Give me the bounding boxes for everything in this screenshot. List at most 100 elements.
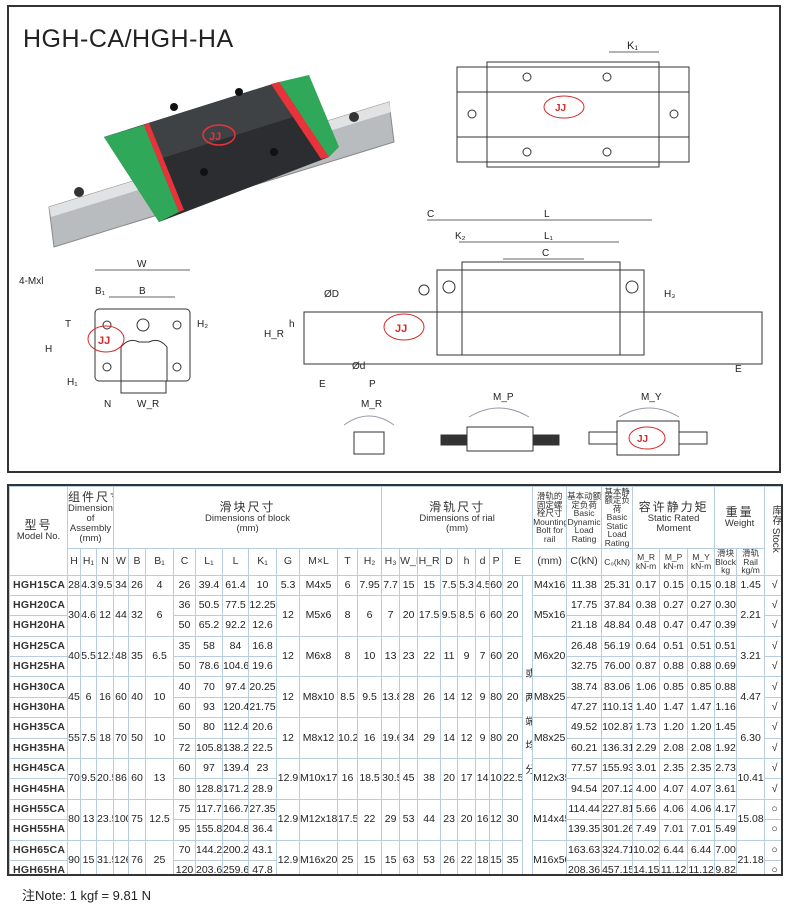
value-cell: 23 <box>399 635 419 678</box>
value-cell: 13 <box>381 635 401 678</box>
value-cell: 21.18 <box>736 839 766 874</box>
value-cell: 60.21 <box>566 737 603 760</box>
subheader-cell: L <box>222 548 249 576</box>
value-cell: 0.39 <box>714 615 738 637</box>
value-cell: 0.88 <box>687 656 716 678</box>
value-cell: 5.5 <box>80 635 97 678</box>
subheader-cell: B <box>128 548 146 576</box>
value-cell: 4.07 <box>659 778 689 800</box>
value-cell: 12.25 <box>248 594 277 617</box>
value-cell: 80 <box>195 717 223 739</box>
value-cell: 4.00 <box>632 778 661 800</box>
value-cell: 22.5 <box>248 737 277 760</box>
value-cell: 70 <box>113 717 129 760</box>
value-cell: 17 <box>457 758 477 800</box>
value-cell: 4.3 <box>80 574 97 596</box>
value-cell: 8.5 <box>337 676 358 719</box>
value-cell: 12.9 <box>276 839 300 874</box>
value-cell: M6x8 <box>299 635 338 678</box>
value-cell: 15 <box>399 574 419 596</box>
value-cell: M4x16 <box>532 574 568 596</box>
subheader-cell: W_R <box>399 548 419 576</box>
label-L: L <box>544 209 550 220</box>
value-cell: 2.35 <box>687 758 716 780</box>
model-cell: HGH45HA <box>9 778 68 800</box>
value-cell: 12 <box>457 717 477 760</box>
value-cell: 120 <box>173 859 196 874</box>
model-cell: HGH25CA <box>9 635 68 658</box>
value-cell: M4x5 <box>299 574 338 596</box>
value-cell: 16 <box>337 758 358 800</box>
moment-diagrams: M_R M_P JJ M_Y <box>343 392 708 456</box>
logo-text: JJ <box>395 323 407 335</box>
model-cell: HGH30HA <box>9 696 68 719</box>
header-assembly: 组件尺寸Dimensions of Assembly(mm) <box>67 486 114 549</box>
value-cell: 166.7 <box>222 798 249 821</box>
value-cell: 0.47 <box>659 615 689 637</box>
value-cell: 4.07 <box>687 778 716 800</box>
value-cell: 93 <box>195 696 223 719</box>
value-cell: 26 <box>417 676 442 719</box>
value-cell: 3.21 <box>736 635 766 678</box>
value-cell: 1.20 <box>659 717 689 739</box>
value-cell: 29 <box>417 717 442 760</box>
value-cell: 12 <box>276 676 300 719</box>
value-cell: 2.73 <box>714 758 738 780</box>
value-cell: √ <box>764 696 781 719</box>
value-cell: 60 <box>489 635 504 678</box>
subheader-cell: E <box>502 548 534 576</box>
value-cell: 0.87 <box>632 656 661 678</box>
value-cell: 1.06 <box>632 676 661 698</box>
value-cell: 110.13 <box>601 696 634 719</box>
value-cell: 6.5 <box>145 635 174 678</box>
value-cell: 112.4 <box>222 717 249 739</box>
model-cell: HGH35HA <box>9 737 68 760</box>
value-cell: M8x25 <box>532 717 568 760</box>
value-cell: 23 <box>248 758 277 780</box>
table-row: HGH45CA709.520.58660136097139.42312.9M10… <box>9 758 781 800</box>
logo-text: JJ <box>555 103 566 114</box>
value-cell: 105.8 <box>195 737 223 760</box>
value-cell: 7.95 <box>356 574 383 596</box>
value-cell: 126 <box>113 839 129 874</box>
value-cell: √ <box>764 656 781 678</box>
value-cell: M10x17 <box>299 758 338 800</box>
value-cell: 1.45 <box>736 574 766 596</box>
value-cell: 13 <box>145 758 174 800</box>
value-cell: 150 <box>489 839 504 874</box>
value-cell: 21.75 <box>248 696 277 719</box>
value-cell: 44 <box>113 594 129 637</box>
value-cell: 60 <box>489 574 504 596</box>
value-cell: 100 <box>113 798 129 841</box>
value-cell: 2.35 <box>659 758 689 780</box>
value-cell: 7.7 <box>381 574 401 596</box>
value-cell: 25 <box>145 839 174 874</box>
logo-text: JJ <box>637 434 648 445</box>
value-cell: 6.30 <box>736 717 766 760</box>
subheader-cell: M×L <box>299 548 338 576</box>
value-cell: 1.47 <box>687 696 716 719</box>
value-cell: 0.88 <box>714 676 738 698</box>
label-L1: L₁ <box>544 231 554 242</box>
value-cell: 324.71 <box>601 839 634 861</box>
model-cell: HGH20CA <box>9 594 68 617</box>
label-B1: B₁ <box>95 286 106 297</box>
label-B: B <box>139 286 146 297</box>
value-cell: √ <box>764 737 781 760</box>
model-cell: HGH45CA <box>9 758 68 780</box>
value-cell: 7 <box>475 635 491 678</box>
label-h: h <box>289 319 295 330</box>
subheader-cell: M_Y kN-m <box>687 548 716 576</box>
value-cell: M8x10 <box>299 676 338 719</box>
value-cell: 97.4 <box>222 676 249 698</box>
value-cell: 34 <box>399 717 419 760</box>
label-D: ØD <box>324 289 339 300</box>
subheader-cell: W <box>113 548 129 576</box>
value-cell: 4.06 <box>659 798 689 821</box>
label-WR: W_R <box>137 399 159 410</box>
value-cell: M12x18 <box>299 798 338 841</box>
value-cell: 13 <box>80 798 97 841</box>
